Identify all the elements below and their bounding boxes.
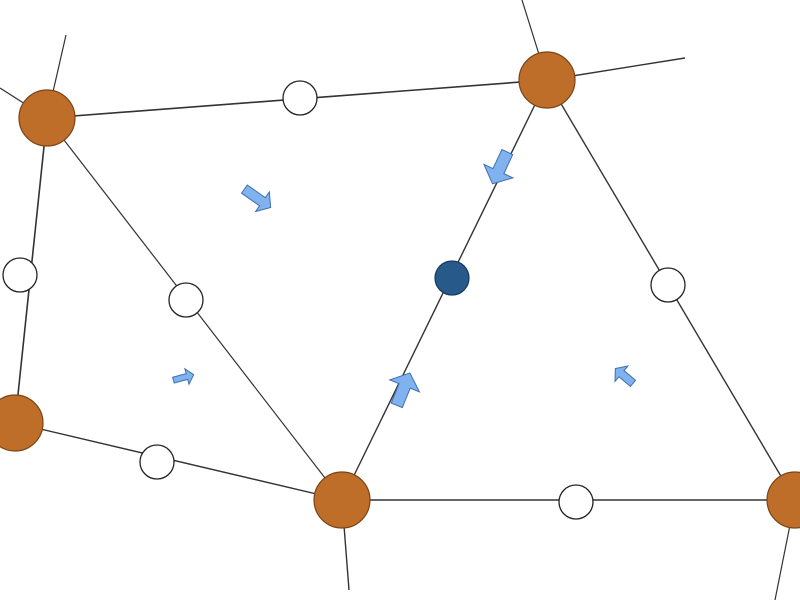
arrow-icon bbox=[482, 148, 515, 185]
midpoint-layer bbox=[2, 80, 686, 520]
midpoint-node bbox=[558, 484, 594, 520]
midpoint-node bbox=[168, 282, 204, 318]
midpoint-node bbox=[139, 444, 175, 480]
vertex-node bbox=[518, 51, 576, 109]
midpoint-node bbox=[2, 257, 38, 293]
vertex-node bbox=[18, 89, 76, 147]
arrow-layer bbox=[172, 148, 637, 409]
vertex-layer bbox=[0, 51, 800, 529]
center-layer bbox=[434, 260, 470, 296]
arrow-icon bbox=[172, 367, 195, 386]
edge bbox=[14, 422, 343, 501]
arrow-icon bbox=[388, 372, 421, 409]
arrow-icon bbox=[614, 365, 637, 388]
vertex-node bbox=[313, 471, 371, 529]
midpoint-node bbox=[282, 80, 318, 116]
vertex-node bbox=[766, 471, 800, 529]
vertex-node bbox=[0, 394, 44, 452]
arrow-icon bbox=[240, 184, 272, 213]
midpoint-node bbox=[650, 267, 686, 303]
edge-center-node bbox=[434, 260, 470, 296]
